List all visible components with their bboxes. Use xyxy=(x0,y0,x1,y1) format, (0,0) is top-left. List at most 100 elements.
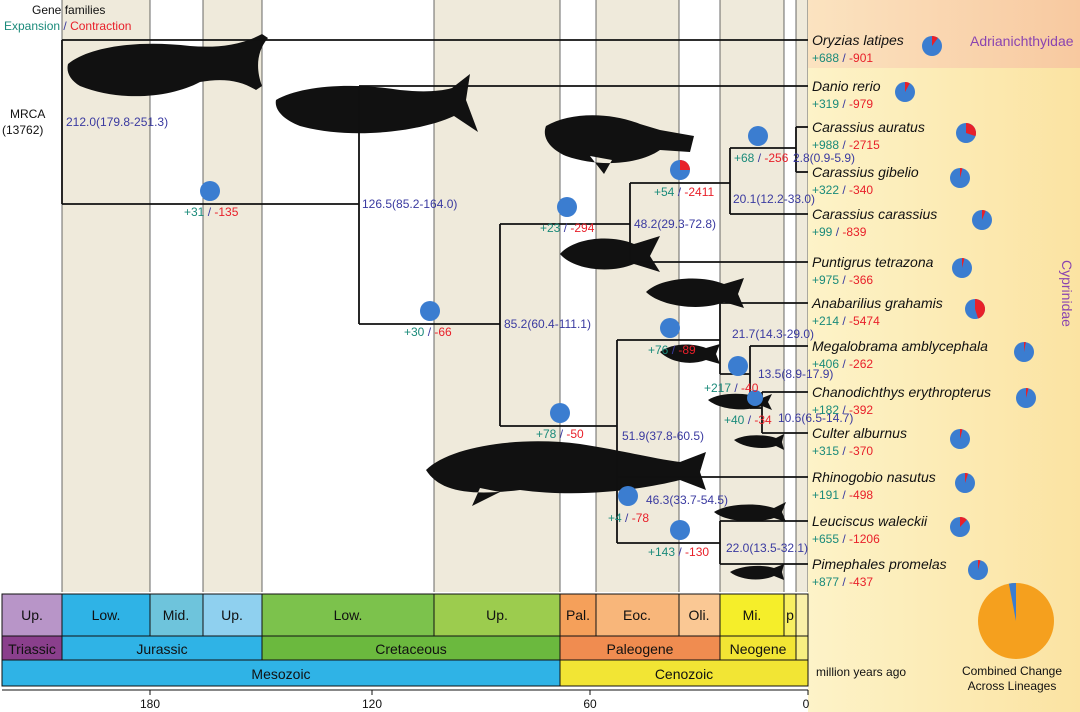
fish-silhouette-zebrafish xyxy=(275,74,478,134)
branch-pie xyxy=(200,181,220,201)
axis-tick-label: 180 xyxy=(140,697,160,711)
species-pie-slice xyxy=(1024,342,1026,352)
species-change: +315 / -370 xyxy=(812,444,873,458)
species-name: Leuciscus waleckii xyxy=(812,513,928,529)
adrianichthyidae-label: Adrianichthyidae xyxy=(970,33,1074,49)
species-change: +655 / -1206 xyxy=(812,532,880,546)
epoch-label: Up. xyxy=(486,607,508,623)
combined-label-line2: Across Lineages xyxy=(968,679,1057,693)
combined-change-pie xyxy=(978,582,1054,659)
species-change: +406 / -262 xyxy=(812,357,873,371)
epoch-label: Mid. xyxy=(163,607,189,623)
cyprinidae-label: Cyprinidae xyxy=(1059,260,1075,327)
species-name: Danio rerio xyxy=(812,78,881,94)
era-label: Cenozoic xyxy=(655,666,713,682)
adrianichthyidae-panel xyxy=(808,0,1080,68)
species-change: +322 / -340 xyxy=(812,183,873,197)
node-age-51: 51.9(37.8-60.5) xyxy=(622,429,704,443)
time-unit-label: million years ago xyxy=(816,665,906,679)
fish-silhouette-megalobrama xyxy=(660,344,720,364)
mrca-label: MRCA xyxy=(10,107,45,121)
axis-tick-label: 60 xyxy=(583,697,597,711)
species-pie-slice xyxy=(905,82,910,92)
branch-change: +217 / -40 xyxy=(704,381,759,395)
legend-contraction: Contraction xyxy=(70,19,131,33)
species-pie-slice xyxy=(978,560,981,570)
species-name: Megalobrama amblycephala xyxy=(812,338,988,354)
node-age-2: 2.8(0.9-5.9) xyxy=(793,151,855,165)
epoch-label: Eoc. xyxy=(623,607,651,623)
species-name: Carassius carassius xyxy=(812,206,937,222)
epoch-label: Pal. xyxy=(566,607,590,623)
branch-pie xyxy=(747,390,763,406)
species-change: +975 / -366 xyxy=(812,273,873,287)
branch-change: +78 / -50 xyxy=(536,427,584,441)
branch-pie xyxy=(728,356,748,376)
epoch-label: Low. xyxy=(334,607,363,623)
species-change: +688 / -901 xyxy=(812,51,873,65)
svg-text:Expansion / Contraction: Expansion / Contraction xyxy=(4,19,131,33)
species-pie-slice xyxy=(960,517,967,527)
branch-change: +40 / -34 xyxy=(724,413,772,427)
branch-change: +76 / -89 xyxy=(648,343,696,357)
branch-pie xyxy=(420,301,440,321)
legend: Gene families Expansion / Contraction xyxy=(4,3,131,33)
species-pie-slice xyxy=(960,168,963,178)
species-change: +988 / -2715 xyxy=(812,138,880,152)
fish-silhouette-goldfish xyxy=(544,115,694,174)
species-change: +182 / -392 xyxy=(812,403,873,417)
species-change: +877 / -437 xyxy=(812,575,873,589)
branch-labels: +31 / -135 +30 / -66 +23 / -294 +78 / -5… xyxy=(184,151,789,559)
node-age-21: 21.7(14.3-29.0) xyxy=(732,327,814,341)
species-pie-slice xyxy=(982,210,986,220)
species-change: +99 / -839 xyxy=(812,225,867,239)
node-age-root: 212.0(179.8-251.3) xyxy=(66,115,168,129)
species-name: Pimephales promelas xyxy=(812,556,947,572)
branch-pie xyxy=(748,126,768,146)
period-label: Cretaceous xyxy=(375,641,447,657)
period-label: Triassic xyxy=(8,641,56,657)
node-age-46: 46.3(33.7-54.5) xyxy=(646,493,728,507)
tree-branches xyxy=(61,39,808,565)
time-axis xyxy=(2,689,809,695)
branch-pies xyxy=(200,126,768,540)
branch-pie xyxy=(670,520,690,540)
epoch-label: p xyxy=(786,607,794,623)
species-name: Puntigrus tetrazona xyxy=(812,254,934,270)
branch-pie xyxy=(618,486,638,506)
fish-silhouette-pimephales xyxy=(730,564,784,580)
branch-pie xyxy=(557,197,577,217)
epoch-label: Oli. xyxy=(689,607,710,623)
legend-expansion: Expansion xyxy=(4,19,60,33)
branch-pie-slice xyxy=(680,160,690,170)
branch-change: +54 / -2411 xyxy=(654,185,715,199)
branch-change: +31 / -135 xyxy=(184,205,239,219)
legend-slash: / xyxy=(60,19,70,33)
species-name: Anabarilius grahamis xyxy=(811,295,943,311)
fish-silhouette-medaka xyxy=(67,34,268,97)
branch-change: +143 / -130 xyxy=(648,545,709,559)
combined-pie-expansion xyxy=(1008,582,1016,621)
epoch-label: Mi. xyxy=(743,607,762,623)
species-pie-slice xyxy=(965,473,969,483)
branch-pie xyxy=(550,403,570,423)
node-age-cyprinidae: 126.5(85.2-164.0) xyxy=(362,197,457,211)
period-label: Jurassic xyxy=(136,641,187,657)
species-pie-slice xyxy=(932,36,938,46)
species-change: +191 / -498 xyxy=(812,488,873,502)
fish-silhouette-anabarilius xyxy=(646,278,744,308)
species-name: Carassius auratus xyxy=(812,119,925,135)
branch-pie xyxy=(660,318,680,338)
species-change: +319 / -979 xyxy=(812,97,873,111)
period-label: Neogene xyxy=(730,641,787,657)
combined-label-line1: Combined Change xyxy=(962,664,1062,678)
fish-silhouette-culter xyxy=(734,434,784,450)
legend-title: Gene families xyxy=(32,3,105,17)
species-name: Rhinogobio nasutus xyxy=(812,469,936,485)
fish-silhouette-rhinogobio xyxy=(426,441,706,506)
branch-change: +30 / -66 xyxy=(404,325,452,339)
fish-silhouette-leuciscus xyxy=(714,502,786,522)
epoch-label: Up. xyxy=(221,607,243,623)
